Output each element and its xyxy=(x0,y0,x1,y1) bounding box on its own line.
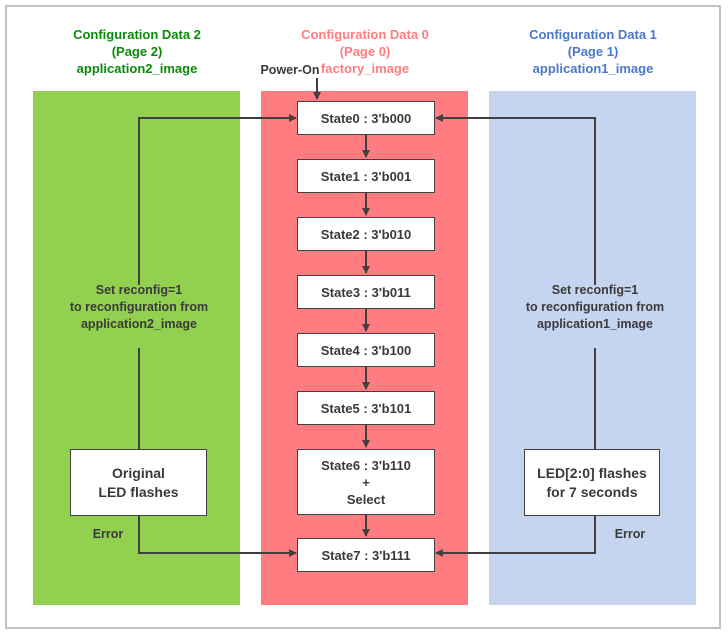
column-configuration-data-2 xyxy=(33,91,240,605)
right-error-label: Error xyxy=(614,527,646,541)
header-image: application1_image xyxy=(532,61,654,76)
led-flashes-7-seconds-box: LED[2:0] flashes for 7 seconds xyxy=(524,449,660,516)
header-page: (Page 1) xyxy=(567,44,619,59)
state-label: State3 : 3'b011 xyxy=(321,284,411,300)
state-box-1: State1 : 3'b001 xyxy=(297,159,435,193)
state-label: State4 : 3'b100 xyxy=(320,342,412,358)
header-title: Configuration Data 2 xyxy=(73,27,201,42)
header-page: (Page 0) xyxy=(339,44,391,59)
state-label: State0 : 3'b000 xyxy=(320,110,412,126)
state-box-5: State5 : 3'b101 xyxy=(297,391,435,425)
state6-plus: + xyxy=(362,474,370,490)
header-page: (Page 2) xyxy=(111,44,163,59)
state-label: State1 : 3'b001 xyxy=(320,168,412,184)
column-configuration-data-1 xyxy=(489,91,696,605)
state-box-2: State2 : 3'b010 xyxy=(297,217,435,251)
left-error-label: Error xyxy=(92,527,124,541)
original-led-flashes-box: Original LED flashes xyxy=(70,449,207,516)
header-image: application2_image xyxy=(76,61,198,76)
state-label: State5 : 3'b101 xyxy=(320,400,412,416)
arrow-right-reconfig-to-state0 xyxy=(435,114,596,285)
diagram-frame xyxy=(5,5,721,629)
state-label: State6 : 3'b110 xyxy=(321,457,411,473)
arrow-left-error-to-state7 xyxy=(138,516,297,557)
power-on-label: Power-On xyxy=(260,63,320,77)
arrow-right-error-to-state7 xyxy=(435,516,596,557)
state-box-0: State0 : 3'b000 xyxy=(297,101,435,135)
right-reconfig-text: Set reconfig=1 to reconfiguration from a… xyxy=(525,283,665,331)
header-configuration-data-2: Configuration Data 2 (Page 2) applicatio… xyxy=(37,26,237,77)
state-label: State2 : 3'b010 xyxy=(320,226,412,242)
arrow-left-reconfig-to-state0 xyxy=(138,114,297,285)
state-box-3: State3 : 3'b011 xyxy=(297,275,435,309)
left-reconfig-text: Set reconfig=1 to reconfiguration from a… xyxy=(69,283,209,331)
header-title: Configuration Data 0 xyxy=(301,27,429,42)
state-box-7: State7 : 3'b111 xyxy=(297,538,435,572)
header-title: Configuration Data 1 xyxy=(529,27,657,42)
state-box-4: State4 : 3'b100 xyxy=(297,333,435,367)
header-configuration-data-1: Configuration Data 1 (Page 1) applicatio… xyxy=(493,26,693,77)
header-image: factory_image xyxy=(320,61,410,76)
state-box-6: State6 : 3'b110 + Select xyxy=(297,449,435,515)
state-label: State7 : 3'b111 xyxy=(321,547,411,563)
header-configuration-data-0: Configuration Data 0 (Page 0) factory_im… xyxy=(265,26,465,77)
state6-select: Select xyxy=(346,491,386,507)
